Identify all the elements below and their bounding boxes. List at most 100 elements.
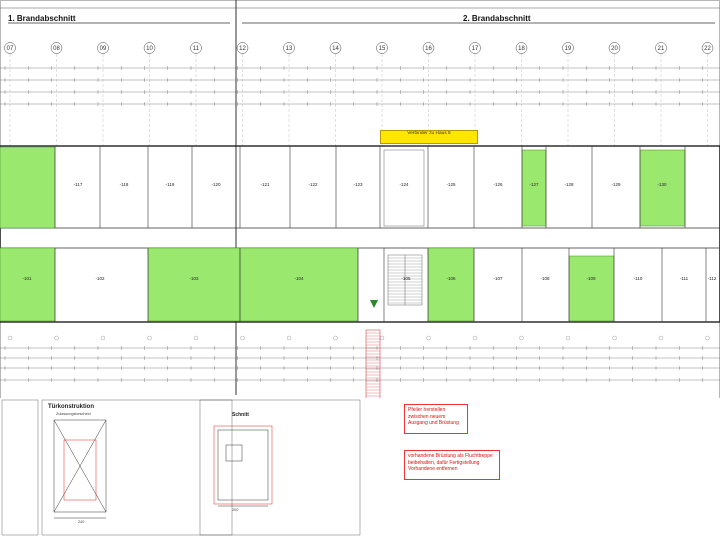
axis-label: 19 [565, 46, 572, 52]
axis-marker [376, 42, 388, 54]
room-label: -130 [657, 182, 667, 187]
section-title-left: 1. Brandabschnitt [8, 14, 76, 23]
stair-steps [388, 257, 422, 304]
axis-marker-bottom [147, 335, 152, 341]
axis-marker [4, 42, 16, 54]
room-label: -117 [74, 182, 83, 187]
section-drawing [213, 425, 273, 507]
room-label: -124 [399, 182, 409, 187]
axis-marker [701, 42, 714, 54]
door-title: Türkonstruktion [48, 404, 94, 410]
room-green [0, 146, 56, 229]
room-label: -107 [493, 276, 503, 281]
axis-label: 21 [658, 46, 665, 52]
axis-marker-bottom [705, 335, 710, 341]
escape-stair [365, 329, 381, 401]
room-label: -104 [294, 276, 304, 281]
top-room-labels: -117 -118 -119 -120 -121 -122 -123 -124 -125 -126… [74, 182, 667, 187]
bottom-room-labels: -101 -102 -103 -104 -105 -106 -107 -108 -109 -110… [22, 276, 716, 281]
detail-panel-section [199, 399, 361, 536]
axis-marker-bottom [54, 335, 59, 341]
room-label: -129 [611, 182, 621, 187]
axis-label: 08 [53, 46, 60, 52]
axis-marker-bottom [565, 335, 571, 341]
axis-label: 22 [704, 46, 711, 52]
dimension-lines [0, 67, 720, 381]
axis-marker-bottom [612, 335, 617, 341]
axis-marker [329, 42, 342, 54]
room-label: -111 [680, 276, 689, 281]
axis-label: 14 [332, 46, 339, 52]
room-label: -121 [260, 182, 270, 187]
axis-marker-bottom [379, 335, 385, 341]
room-label: -122 [308, 182, 318, 187]
axis-marker [236, 42, 249, 54]
axis-marker [190, 42, 202, 54]
room-green [568, 255, 615, 322]
axis-label: 18 [518, 46, 525, 52]
escape-stair-steps [366, 332, 380, 400]
axis-label: 15 [379, 46, 386, 52]
building-outline [0, 145, 720, 323]
room-label: -106 [446, 276, 456, 281]
room-green [147, 247, 241, 322]
axis-marker [562, 42, 574, 54]
room-label: -118 [120, 182, 129, 187]
room-label: -119 [166, 182, 175, 187]
room-label: -128 [564, 182, 574, 187]
axis-marker [422, 42, 435, 54]
axis-label: 16 [425, 46, 432, 52]
room-green [521, 149, 547, 227]
note-fluchttreppe: vorhandene Brüstung als Fluchttreppe bei… [404, 450, 500, 480]
room-label: -127 [529, 182, 539, 187]
room-label: -123 [353, 182, 363, 187]
axis-marker [655, 42, 667, 54]
axis-marker-bottom [7, 335, 13, 341]
room-label: -112 [708, 276, 717, 281]
axis-label: 20 [611, 46, 618, 52]
room-partitions [54, 146, 707, 322]
axis-marker-bottom [240, 335, 245, 341]
room-green [427, 247, 475, 322]
room-green [639, 149, 686, 227]
highlighted-rooms [0, 146, 686, 322]
room-label: -101 [22, 276, 32, 281]
door-elevation-drawing [53, 419, 107, 519]
door-subtitle: Zulassungsbescheid [56, 412, 91, 416]
room-label: -125 [446, 182, 456, 187]
axis-marker [608, 42, 621, 54]
room-label: -105 [401, 276, 411, 281]
stair-core [383, 149, 425, 306]
axis-marker [143, 42, 156, 54]
axis-label: 10 [146, 46, 153, 52]
axis-marker-bottom [472, 335, 478, 341]
axis-marker-bottom [193, 335, 199, 341]
axis-marker [469, 42, 481, 54]
axis-marker-bottom [100, 335, 106, 341]
section-title-right: 2. Brandabschnitt [463, 14, 531, 23]
room-label: -109 [586, 276, 596, 281]
detail-panel-legend [1, 399, 39, 536]
axis-marker-bottom [426, 335, 431, 341]
axis-grid: 0708091011121314151617181920212223 [4, 42, 714, 341]
section-title: Schnitt [232, 412, 249, 418]
axis-label: 12 [239, 46, 246, 52]
room-label: -102 [95, 276, 105, 281]
room-label: -110 [634, 276, 643, 281]
axis-marker-bottom [658, 335, 664, 341]
room-label: -126 [493, 182, 503, 187]
room-label: -103 [189, 276, 199, 281]
axis-marker [50, 42, 63, 54]
room-label: -108 [540, 276, 550, 281]
axis-marker [283, 42, 295, 54]
room-label: -120 [211, 182, 221, 187]
axis-marker-bottom [519, 335, 524, 341]
detail-panel-door [41, 399, 233, 536]
room-green [0, 247, 56, 322]
axis-label: 11 [193, 46, 200, 52]
dimension-ticks [4, 66, 703, 382]
axis-label: 09 [100, 46, 107, 52]
note-pfeiler: Pfeiler herstellen zwischen neuem Ausgan… [404, 404, 468, 434]
